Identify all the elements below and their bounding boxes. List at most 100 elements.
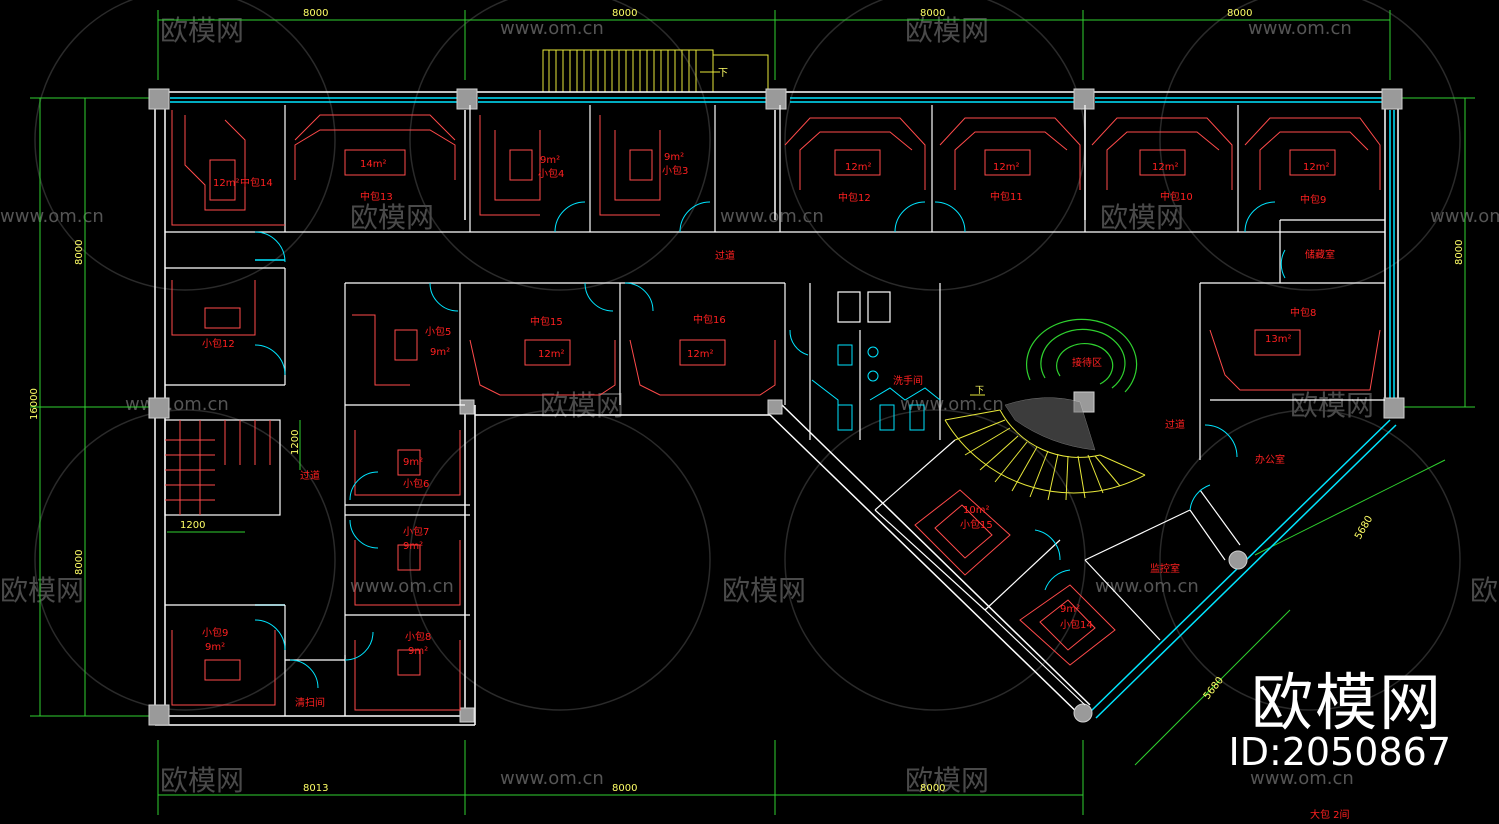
watermark-brand: 欧模网 — [1290, 389, 1374, 422]
dim-bottom-3: 8000 — [920, 783, 945, 794]
room-area: 12m² — [1152, 162, 1178, 173]
column — [456, 88, 478, 110]
room-label: 小包14 — [1060, 618, 1093, 631]
room-label: 小包5 — [425, 325, 451, 338]
room-area: 13m² — [1265, 334, 1291, 345]
room-area: 12m² — [845, 162, 871, 173]
watermark-brand: 欧模网 — [1100, 201, 1184, 234]
dim-left-total: 16000 — [29, 388, 40, 420]
room-area: 9m² — [430, 347, 450, 358]
room-area: 14m² — [360, 159, 386, 170]
watermark-brand: 欧模网 — [350, 201, 434, 234]
doors — [254, 201, 1286, 689]
room-label: 过道 — [715, 249, 735, 262]
watermark-site: www.om.cn — [1248, 18, 1352, 39]
room-label: 接待区 — [1072, 356, 1102, 369]
spiral-down-label: 下 — [975, 386, 984, 396]
column — [767, 399, 783, 415]
column — [1073, 88, 1095, 110]
outer-walls — [154, 91, 1399, 726]
room-area: 10m² — [963, 505, 989, 516]
columns — [148, 88, 1405, 726]
dim-stair-h: 1200 — [290, 430, 301, 455]
room-label: 小包8 — [405, 630, 431, 643]
room-area: 12m² — [213, 178, 239, 189]
dim-stair-w: 1200 — [180, 520, 205, 531]
room-label: 小包6 — [403, 477, 429, 490]
room-label: 小包3 — [662, 164, 688, 177]
column — [765, 88, 787, 110]
dim-top-2: 8000 — [612, 8, 637, 19]
room-walls — [164, 105, 1385, 716]
watermark-site: www.om.cn — [125, 394, 229, 415]
watermark-brand: 欧模网 — [722, 574, 806, 607]
room-area: 9m² — [408, 646, 428, 657]
room-area: 9m² — [540, 155, 560, 166]
room-label: 中包16 — [693, 313, 726, 326]
room-label: 小包4 — [538, 167, 564, 180]
room-label: 中包9 — [1300, 193, 1326, 206]
room-partitions — [165, 110, 1381, 711]
room-label: 中包10 — [1160, 190, 1193, 203]
corner-label: 大包 2间 — [1310, 808, 1350, 820]
room-area: 9m² — [1060, 604, 1080, 615]
room-label: 中包8 — [1290, 306, 1316, 319]
dim-top-3: 8000 — [920, 8, 945, 19]
watermark-brand: 欧模网 — [540, 389, 624, 422]
glazing — [170, 97, 1397, 719]
watermark-texts: www.om.cn www.om.cn www.om.cn www.om.cn … — [0, 18, 1499, 789]
dim-diag-b: 5680 — [1202, 675, 1226, 702]
watermark-brand: 欧模网 — [1470, 574, 1499, 607]
top-stair-down-label: 下 — [718, 68, 728, 79]
dim-bottom-1: 8013 — [303, 783, 328, 794]
dim-diag-a: 5680 — [1353, 514, 1375, 542]
room-area: 9m² — [403, 541, 423, 552]
column — [148, 704, 170, 726]
room-label: 监控室 — [1150, 562, 1180, 575]
watermark-brand: 欧模网 — [160, 764, 244, 797]
column — [459, 399, 475, 415]
room-area: 12m² — [687, 349, 713, 360]
room-area: 9m² — [205, 642, 225, 653]
room-label: 中包11 — [990, 190, 1023, 203]
room-label: 中包13 — [360, 190, 393, 203]
brand-watermark: 欧模网 — [1250, 666, 1443, 739]
room-area: 12m² — [993, 162, 1019, 173]
room-label: 小包7 — [403, 525, 429, 538]
watermark-site: www.om.cn — [350, 576, 454, 597]
column — [148, 397, 170, 419]
watermark-site: www.om.cn — [1095, 576, 1199, 597]
dim-left-lower: 8000 — [74, 550, 85, 575]
watermark-site: www.om.cn — [500, 768, 604, 789]
room-label: 小包12 — [202, 337, 235, 350]
dimension-lines — [30, 10, 1475, 815]
dim-top-1: 8000 — [303, 8, 328, 19]
watermark-site: www.om.cn — [500, 18, 604, 39]
room-label: 小包9 — [202, 626, 228, 639]
dimension-labels: 8000 8000 8000 8000 8013 8000 8000 16000… — [29, 8, 1465, 794]
room-label: 过道 — [300, 469, 320, 482]
room-labels: 中包14 12m² 中包13 14m² 小包4 9m² 小包3 9m² 中包12… — [202, 152, 1350, 821]
id-watermark: ID:2050867 — [1228, 730, 1451, 774]
top-stair — [542, 49, 769, 93]
watermark-site: www.om.cn — [900, 394, 1004, 415]
reception-desk — [1025, 318, 1138, 393]
room-area: 9m² — [403, 457, 423, 468]
column — [1383, 397, 1405, 419]
column — [1381, 88, 1403, 110]
room-label: 办公室 — [1255, 453, 1285, 466]
dim-bottom-2: 8000 — [612, 783, 637, 794]
room-label: 清扫间 — [295, 696, 325, 709]
dim-right: 8000 — [1454, 240, 1465, 265]
column — [1073, 703, 1093, 723]
room-label: 洗手间 — [893, 374, 923, 387]
watermark-brand: 欧模网 — [905, 14, 989, 47]
room-label: 中包12 — [838, 191, 871, 204]
watermark-brand: 欧模网 — [0, 574, 84, 607]
room-label: 过道 — [1165, 418, 1185, 431]
column — [148, 88, 170, 110]
room-label: 中包15 — [530, 315, 563, 328]
dim-left-upper: 8000 — [74, 240, 85, 265]
spiral-stair — [944, 394, 1146, 501]
watermark-site: www.om.cn — [1250, 768, 1354, 789]
